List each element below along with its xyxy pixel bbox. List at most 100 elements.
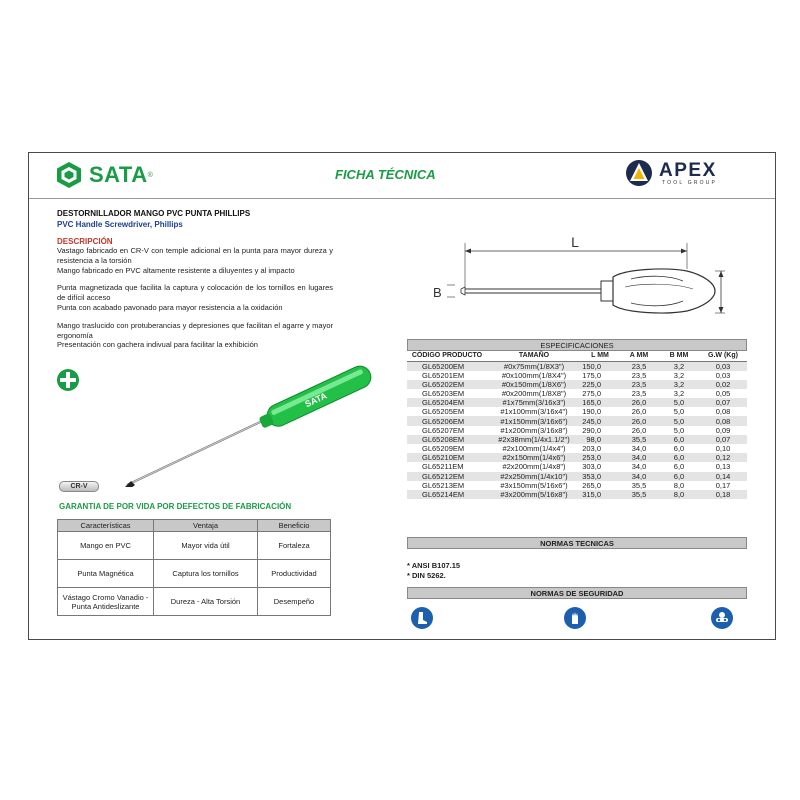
- description-line: Presentación con gachera indivual para f…: [57, 340, 258, 350]
- table-cell: #0x200mm(1/8X8"): [487, 388, 581, 399]
- table-cell: #2x150mm(1/4x6"): [487, 453, 581, 463]
- specs-header: TAMAÑO: [518, 352, 550, 359]
- table-cell: 35,5: [619, 489, 659, 500]
- table-cell: #3x200mm(5/16x8"): [487, 489, 581, 500]
- specs-heading: ESPECIFICACIONES: [407, 339, 747, 351]
- features-header: Beneficio: [257, 519, 331, 532]
- table-cell: 35,5: [619, 434, 659, 444]
- description-line: Punta con acabado pavonado para mayor re…: [57, 302, 283, 312]
- table-cell: GL65207EM: [407, 425, 487, 435]
- features-header: Características: [57, 519, 154, 532]
- specs-header: CÓDIGO PRODUCTO: [411, 352, 483, 359]
- table-cell: Mayor vida útil: [153, 531, 258, 560]
- page-title: FICHA TÉCNICA: [335, 167, 436, 182]
- table-cell: 150,0: [581, 361, 619, 371]
- apex-subtitle: TOOL GROUP: [662, 179, 718, 186]
- table-cell: 5,0: [659, 407, 699, 417]
- table-cell: 5,0: [659, 416, 699, 426]
- table-cell: 6,0: [659, 434, 699, 444]
- table-cell: 315,0: [581, 489, 619, 500]
- table-cell: 6,0: [659, 453, 699, 463]
- table-cell: #1x100mm(3/16x4"): [487, 407, 581, 417]
- table-cell: 0,17: [699, 480, 747, 490]
- table-cell: 265,0: [581, 480, 619, 490]
- warranty-text: GARANTIA DE POR VIDA POR DEFECTOS DE FAB…: [59, 502, 292, 511]
- table-cell: GL65200EM: [407, 361, 487, 371]
- table-cell: 3,2: [659, 379, 699, 389]
- table-cell: Mango en PVC: [57, 531, 154, 560]
- table-cell: 245,0: [581, 416, 619, 426]
- table-cell: GL65203EM: [407, 388, 487, 399]
- sata-hexagon-icon: [57, 162, 81, 188]
- table-cell: 6,0: [659, 444, 699, 454]
- table-cell: GL65213EM: [407, 480, 487, 490]
- table-cell: Desempeño: [257, 587, 331, 616]
- description-line: Punta magnetizada que facilita la captur…: [57, 283, 333, 303]
- product-info: DESTORNILLADOR MANGO PVC PUNTA PHILLIPS …: [57, 209, 333, 350]
- table-cell: GL65206EM: [407, 416, 487, 426]
- safety-heading: NORMAS DE SEGURIDAD: [407, 587, 747, 599]
- table-cell: Productividad: [257, 559, 331, 588]
- table-cell: GL65214EM: [407, 489, 487, 500]
- table-cell: #2x250mm(1/4x10"): [487, 471, 581, 481]
- table-cell: Dureza - Alta Torsión: [153, 587, 258, 616]
- table-cell: 0,03: [699, 361, 747, 371]
- table-cell: 98,0: [581, 434, 619, 444]
- table-cell: 23,5: [619, 361, 659, 371]
- table-cell: Punta Magnética: [57, 559, 154, 588]
- table-cell: 34,0: [619, 453, 659, 463]
- table-cell: 0,03: [699, 370, 747, 380]
- sata-wordmark: SATA: [89, 162, 148, 187]
- table-cell: 8,0: [659, 480, 699, 490]
- table-cell: GL65208EM: [407, 434, 487, 444]
- table-cell: GL65202EM: [407, 379, 487, 389]
- table-cell: 26,0: [619, 407, 659, 417]
- features-table: Características Ventaja Beneficio Mango …: [57, 519, 331, 616]
- table-cell: #0x150mm(1/8X6"): [487, 379, 581, 389]
- table-row: Punta Magnética Captura los tornillos Pr…: [57, 559, 331, 588]
- phillips-tip-icon: [57, 369, 79, 391]
- table-cell: 0,09: [699, 425, 747, 435]
- table-cell: GL65201EM: [407, 370, 487, 380]
- table-row: Mango en PVC Mayor vida útil Fortaleza: [57, 531, 331, 560]
- table-cell: 165,0: [581, 398, 619, 408]
- table-cell: 0,08: [699, 416, 747, 426]
- table-cell: 23,5: [619, 370, 659, 380]
- header: SATA ® FICHA TÉCNICA APEX TOOL GROUP: [29, 153, 775, 199]
- table-cell: GL65205EM: [407, 407, 487, 417]
- table-cell: 0,02: [699, 379, 747, 389]
- table-cell: 23,5: [619, 388, 659, 399]
- table-cell: #1x75mm(3/16x3"): [487, 398, 581, 408]
- table-cell: 0,07: [699, 434, 747, 444]
- specs-header: G.W (Kg): [708, 352, 738, 359]
- norms-heading: NORMAS TECNICAS: [407, 537, 747, 549]
- table-cell: 303,0: [581, 462, 619, 472]
- table-cell: 353,0: [581, 471, 619, 481]
- table-cell: 34,0: [619, 444, 659, 454]
- table-cell: 0,10: [699, 444, 747, 454]
- label-l: L: [571, 234, 579, 250]
- table-cell: #2x200mm(1/4x8"): [487, 462, 581, 472]
- table-cell: 26,0: [619, 416, 659, 426]
- table-cell: 275,0: [581, 388, 619, 399]
- table-cell: GL65211EM: [407, 462, 487, 472]
- registered-mark: ®: [147, 171, 153, 179]
- table-cell: 6,0: [659, 462, 699, 472]
- specs-header: L MM: [591, 352, 609, 359]
- specs-table: CÓDIGO PRODUCTO TAMAÑO L MM A MM B MM G.…: [407, 351, 747, 500]
- table-cell: GL65204EM: [407, 398, 487, 408]
- norm-item: * DIN 5262.: [407, 571, 446, 580]
- apex-globe-icon: [626, 160, 652, 186]
- table-cell: 5,0: [659, 425, 699, 435]
- sata-logo: SATA ®: [55, 161, 153, 189]
- table-cell: 253,0: [581, 453, 619, 463]
